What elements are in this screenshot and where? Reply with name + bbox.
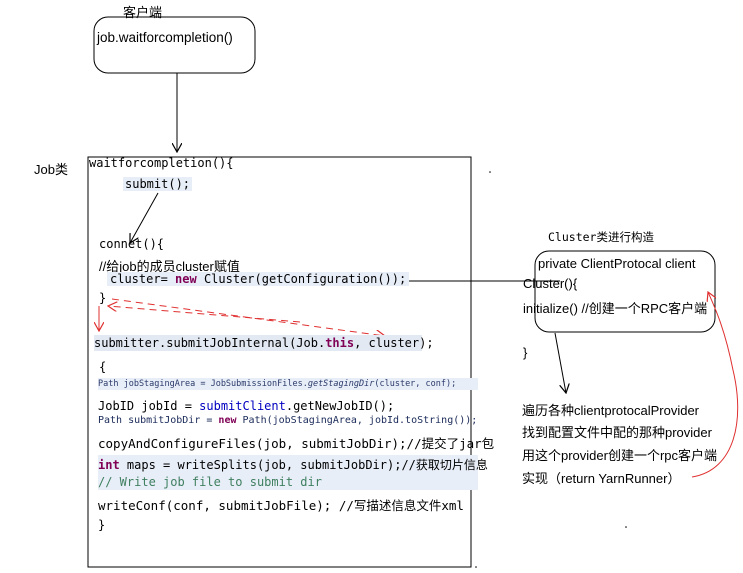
red-arrow-notes-to-cluster	[691, 292, 739, 478]
job-class-box	[87, 156, 472, 568]
code-line-comment-write: // Write job file to submit dir	[98, 474, 478, 490]
code-text: Path jobStagingArea = JobSubmissionFiles…	[98, 379, 308, 389]
code-line-staging-area: Path jobStagingArea = JobSubmissionFiles…	[98, 378, 478, 390]
code-line-connet: connet(){	[99, 237, 165, 251]
code-text: , cluster);	[354, 336, 434, 350]
stray-dot	[475, 566, 477, 568]
cluster-constructor: Cluster(){	[523, 276, 578, 291]
cluster-field: private ClientProtocal client	[538, 256, 696, 271]
code-line-copy-files: copyAndConfigureFiles(job, submitJobDir)…	[98, 436, 495, 451]
code-text: Cluster(getConfiguration());	[196, 272, 407, 286]
red-dashed-arrow-back	[108, 306, 301, 323]
note-line-4: 实现（return YarnRunner）	[522, 471, 681, 486]
cluster-initialize: initialize() //创建一个RPC客户端	[523, 301, 708, 316]
code-text: .getNewJobID();	[285, 399, 395, 413]
code-keyword: new	[218, 415, 237, 426]
client-box	[93, 16, 256, 74]
note-line-1: 遍历各种clientprotocalProvider	[522, 403, 700, 418]
stray-dot	[625, 526, 627, 528]
code-line-submit-dir: Path submitJobDir = new Path(jobStagingA…	[98, 415, 477, 426]
cluster-class-title: Cluster类进行构造	[548, 230, 654, 244]
code-line-submit: submit();	[123, 177, 193, 191]
code-text: Path(jobStagingArea, jobId.toString());	[236, 415, 478, 426]
code-line-write-splits: int maps = writeSplits(job, submitJobDir…	[98, 455, 488, 474]
code-field: submitClient	[199, 399, 286, 413]
note-line-2: 找到配置文件中配的那种provider	[522, 425, 712, 440]
arrow-cluster-to-notes	[554, 332, 566, 393]
code-keyword: new	[175, 272, 197, 286]
code-line-write-conf: writeConf(conf, submitJobFile); //写描述信息文…	[98, 498, 464, 513]
code-text: cluster=	[110, 272, 176, 286]
job-class-title: Job类	[34, 162, 68, 177]
code-line-close-brace: }	[99, 291, 107, 305]
code-keyword: this	[325, 336, 355, 350]
code-line-cluster-new: cluster= new Cluster(getConfiguration())…	[107, 272, 410, 286]
code-line-comment-cluster: //给job的成员cluster赋值	[99, 259, 240, 274]
code-line-submitter: submitter.submitJobInternal(Job.this, cl…	[94, 335, 434, 351]
code-method: getStagingDir	[307, 379, 375, 389]
code-text: Path submitJobDir =	[98, 415, 219, 426]
note-line-3: 用这个provider创建一个rpc客户端	[522, 448, 718, 463]
code-text: submitter.submitJobInternal(Job.	[94, 336, 326, 350]
client-method: job.waitforcompletion()	[97, 30, 233, 45]
code-line-jobid: JobID jobId = submitClient.getNewJobID()…	[98, 399, 394, 413]
stray-dot	[489, 171, 491, 173]
code-text: JobID jobId =	[98, 399, 200, 413]
code-text: maps = writeSplits(job, submitJobDir);//…	[119, 458, 488, 472]
code-text: (cluster, conf);	[374, 379, 457, 389]
arrow-submit-to-connet	[130, 192, 159, 243]
client-title: 客户端	[123, 5, 163, 20]
code-line-open-brace: {	[99, 360, 107, 374]
cluster-close-brace: }	[523, 345, 528, 360]
code-line-final-brace: }	[98, 518, 106, 532]
code-line-waitforcompletion: waitforcompletion(){	[89, 156, 234, 170]
code-keyword: int	[98, 458, 120, 472]
